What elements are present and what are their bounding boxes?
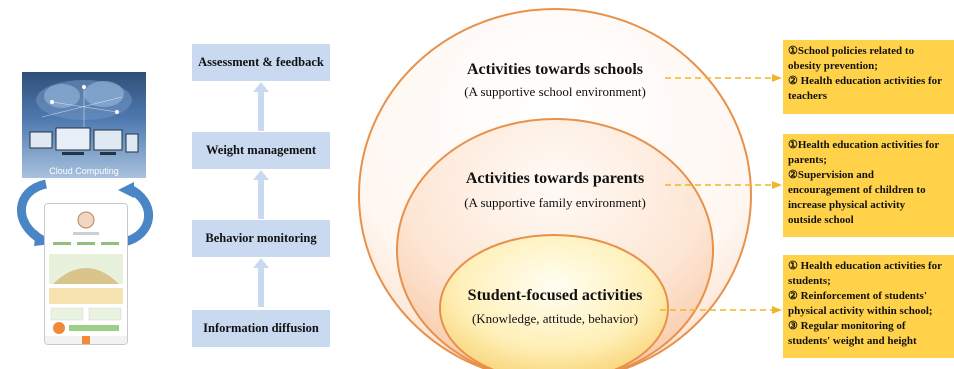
weight-management-box: Weight management bbox=[192, 132, 330, 169]
parents-subtitle: (A supportive family environment) bbox=[464, 195, 646, 210]
cloud-computing-image: Cloud Computing bbox=[22, 72, 146, 178]
behavior-monitoring-box: Behavior monitoring bbox=[192, 220, 330, 257]
note-line: parents; bbox=[788, 154, 827, 166]
note-line: students; bbox=[788, 275, 831, 287]
loop-arrow-right-icon bbox=[118, 182, 153, 247]
note-line: ①School policies related to bbox=[788, 45, 915, 57]
note-line: ②Supervision and bbox=[788, 169, 874, 181]
students-subtitle: (Knowledge, attitude, behavior) bbox=[471, 311, 639, 326]
note-line: teachers bbox=[788, 90, 828, 102]
information-diffusion-box: Information diffusion bbox=[192, 310, 330, 347]
connector-arrowhead-icon bbox=[772, 306, 782, 314]
students-activities-note: ① Health education activities for studen… bbox=[783, 255, 954, 358]
students-title: Student-focused activities bbox=[467, 287, 643, 304]
parents-title: Activities towards parents bbox=[465, 170, 645, 187]
note-line: ② Health education activities for bbox=[788, 75, 943, 87]
app-screen-illustration bbox=[45, 204, 127, 344]
note-line: ② Reinforcement of students' bbox=[788, 290, 927, 302]
arrow-up-icon bbox=[253, 258, 269, 307]
note-line: ① Health education activities for bbox=[788, 260, 943, 272]
parents-activities-note: ①Health education activities for parents… bbox=[783, 134, 954, 237]
students-circle bbox=[439, 234, 669, 369]
note-line: increase physical activity bbox=[788, 199, 906, 211]
note-line: ①Health education activities for bbox=[788, 139, 940, 151]
cloud-caption: Cloud Computing bbox=[49, 166, 119, 176]
cloud-network-illustration bbox=[29, 80, 139, 155]
note-line: outside school bbox=[788, 214, 854, 226]
mobile-app-screenshot bbox=[44, 203, 128, 345]
note-line: ③ Regular monitoring of bbox=[788, 320, 906, 332]
note-line: encouragement of children to bbox=[788, 184, 926, 196]
arrow-up-icon bbox=[253, 170, 269, 219]
note-line: obesity prevention; bbox=[788, 60, 878, 72]
schools-title: Activities towards schools bbox=[467, 61, 643, 78]
connector-arrowhead-icon bbox=[772, 181, 782, 189]
note-line: physical activity within school; bbox=[788, 305, 933, 317]
schools-activities-note: ①School policies related to obesity prev… bbox=[783, 40, 954, 114]
connector-arrowhead-icon bbox=[772, 74, 782, 82]
arrow-up-icon bbox=[253, 82, 269, 131]
note-line: students' weight and height bbox=[788, 335, 917, 347]
schools-subtitle: (A supportive school environment) bbox=[464, 84, 646, 99]
assessment-feedback-box: Assessment & feedback bbox=[192, 44, 330, 81]
